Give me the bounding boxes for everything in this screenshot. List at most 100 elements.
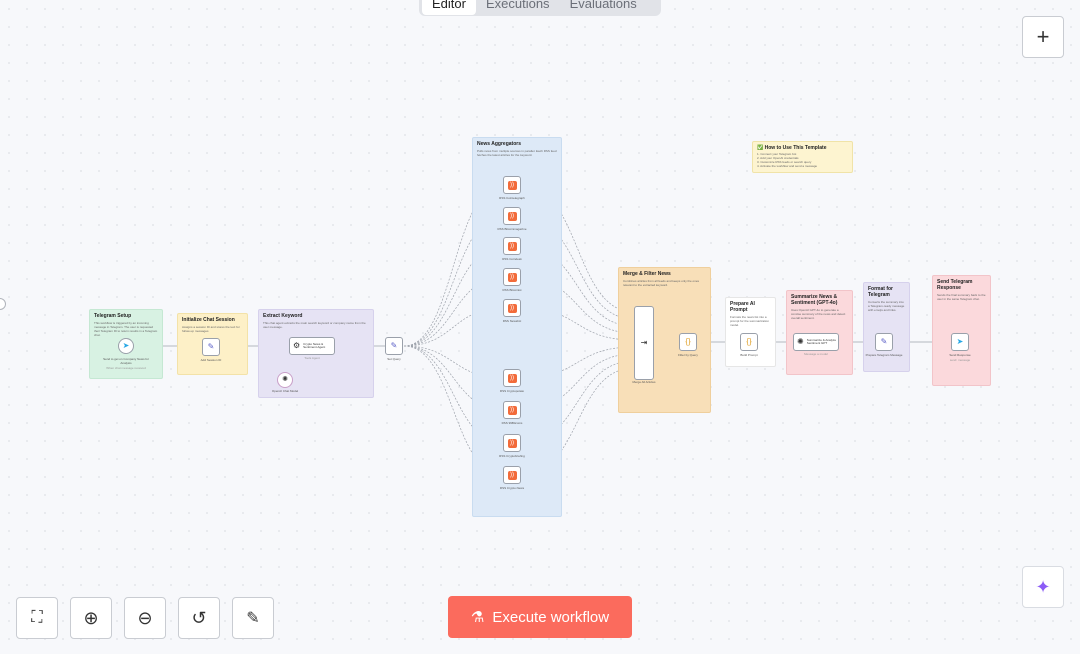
tidy-up-button[interactable]: ✎ xyxy=(232,597,274,639)
set-query-node[interactable]: ✎ xyxy=(385,337,403,355)
node-label: RSS Newsbtc xyxy=(502,319,522,323)
rss-feed-node[interactable]: )) xyxy=(503,299,521,317)
sticky-prepare-ai-prompt[interactable]: Prepare AI Prompt Formats the news list … xyxy=(725,297,776,367)
sticky-list-item: 3. Customize RSS feeds or search query xyxy=(757,160,812,164)
rss-feed-node[interactable]: )) xyxy=(503,268,521,286)
telegram-send-node[interactable]: ➤ xyxy=(951,333,969,351)
execute-label: Execute workflow xyxy=(492,608,610,626)
code-icon: {} xyxy=(746,337,752,346)
sticky-text: This workflow is triggered by an incomin… xyxy=(94,321,158,337)
telegram-icon: ➤ xyxy=(122,341,130,350)
rss-feed-node[interactable]: )) xyxy=(503,466,521,484)
sticky-text: Formats the news list into a prompt for … xyxy=(730,315,770,327)
rss-icon: )) xyxy=(507,373,517,383)
node-label: RSS Coindesk xyxy=(502,257,522,261)
node-sublabel: Message a model xyxy=(804,352,828,356)
node-label: RSS Cointelegraph xyxy=(499,196,525,200)
sticky-title: Telegram Setup xyxy=(94,313,132,319)
telegram-trigger-node[interactable]: ➤ xyxy=(118,338,134,354)
zoom-in-icon: ⊕ xyxy=(83,607,99,628)
set-session-node[interactable]: ✎ xyxy=(202,338,220,356)
node-label: RSS Bitcoinmagazine xyxy=(497,227,527,231)
robot-icon: ⚙ xyxy=(293,341,301,350)
node-label: RSS Bitcoinist xyxy=(502,288,522,292)
sticky-title: Format for Telegram xyxy=(868,286,893,298)
rss-icon: )) xyxy=(507,180,517,190)
sticky-text: Pulls news from multiple sources in para… xyxy=(477,149,557,157)
zoom-in-button[interactable]: ⊕ xyxy=(70,597,112,639)
node-label: Send to get on Company News for Analysis xyxy=(103,357,149,365)
node-label: Merge All Articles xyxy=(632,380,656,384)
build-prompt-node[interactable]: {} xyxy=(740,333,758,351)
rss-icon: )) xyxy=(507,405,517,415)
undo-icon: ↺ xyxy=(191,607,207,628)
sticky-news-aggregators[interactable]: News Aggregators Pulls news from multipl… xyxy=(472,137,562,517)
zoom-out-button[interactable]: ⊖ xyxy=(124,597,166,639)
sticky-title: Prepare AI Prompt xyxy=(730,301,755,313)
ai-agent-node[interactable]: ⚙ Crypto News & Sentiment Agent xyxy=(289,337,335,355)
sticky-title: ✅ How to Use This Template xyxy=(757,145,827,151)
add-node-button[interactable]: + xyxy=(1022,16,1064,58)
openai-icon: ✺ xyxy=(282,376,288,383)
node-label: Set Query xyxy=(387,357,401,361)
ai-assistant-button[interactable]: ✦ xyxy=(1022,566,1064,608)
sticky-text: Assigns a session ID and stores the text… xyxy=(182,325,240,333)
view-tabs: Editor Executions Evaluations xyxy=(419,0,661,16)
sticky-how-to-use[interactable]: ✅ How to Use This Template 1. Connect yo… xyxy=(752,141,853,173)
sticky-text: Combines articles from all feeds and kee… xyxy=(623,279,700,287)
sticky-text: Uses OpenAI GPT-4o to generate a concise… xyxy=(791,308,846,320)
tab-executions[interactable]: Executions xyxy=(485,0,550,11)
execute-workflow-button[interactable]: ⚗ Execute workflow xyxy=(448,596,632,638)
rss-feed-node[interactable]: )) xyxy=(503,369,521,387)
rss-icon: )) xyxy=(507,303,517,313)
sticky-format-telegram[interactable]: Format for Telegram Converts the summary… xyxy=(863,282,910,372)
zoom-out-icon: ⊖ xyxy=(137,607,153,628)
sticky-text: This chat agent extracts the main search… xyxy=(263,321,366,329)
code-icon: {} xyxy=(685,337,691,346)
sticky-summarize-news[interactable]: Summarize News & Sentiment (GPT-4o) Uses… xyxy=(786,290,853,375)
pencil-icon: ✎ xyxy=(207,342,215,351)
sticky-send-telegram[interactable]: Send Telegram Response Sends the final s… xyxy=(932,275,991,386)
reset-zoom-button[interactable]: ↺ xyxy=(178,597,220,639)
merge-node[interactable]: ⇥ xyxy=(634,306,654,380)
rss-icon: )) xyxy=(507,272,517,282)
sticky-title: Extract Keyword xyxy=(263,313,303,319)
node-label: RSS 99Bitcoins xyxy=(501,421,523,425)
rss-icon: )) xyxy=(507,241,517,251)
sticky-text: Converts the summary into a Telegram-rea… xyxy=(868,300,905,312)
broom-icon: ✎ xyxy=(246,610,260,627)
filter-node[interactable]: {} xyxy=(679,333,697,351)
fit-view-button[interactable]: ⛶ xyxy=(16,597,58,639)
rss-feed-node[interactable]: )) xyxy=(503,434,521,452)
rss-icon: )) xyxy=(507,470,517,480)
rss-icon: )) xyxy=(507,438,517,448)
sticky-title: Summarize News & Sentiment (GPT-4o) xyxy=(791,294,838,306)
node-label: Filter by Query xyxy=(678,353,698,357)
sticky-list-item: 4. Activate the workflow and send a mess… xyxy=(757,164,818,168)
tab-evaluations[interactable]: Evaluations xyxy=(569,0,637,11)
rss-feed-node[interactable]: )) xyxy=(503,401,521,419)
telegram-icon: ➤ xyxy=(956,337,964,346)
node-label: RSS Cryptobriefing xyxy=(499,454,525,458)
openai-icon: ✺ xyxy=(797,337,804,346)
fit-view-icon: ⛶ xyxy=(31,609,43,626)
rss-icon: )) xyxy=(507,211,517,221)
node-label: OpenAI Chat Model xyxy=(271,389,299,393)
pencil-icon: ✎ xyxy=(390,341,398,350)
sticky-title: Initialize Chat Session xyxy=(182,317,235,323)
rss-feed-node[interactable]: )) xyxy=(503,176,521,194)
node-label: Summarize & Analyze Sentiment GPT xyxy=(806,337,837,345)
node-sublabel: send: message xyxy=(949,358,971,362)
rss-feed-node[interactable]: )) xyxy=(503,207,521,225)
sticky-title: News Aggregators xyxy=(477,141,521,147)
tab-editor[interactable]: Editor xyxy=(422,0,476,15)
node-label: Crypto News & Sentiment Agent xyxy=(303,341,326,349)
sticky-merge-filter[interactable]: Merge & Filter News Combines articles fr… xyxy=(618,267,711,413)
rss-feed-node[interactable]: )) xyxy=(503,237,521,255)
format-message-node[interactable]: ✎ xyxy=(875,333,893,351)
chat-model-node[interactable]: ✺ xyxy=(277,372,293,388)
merge-icon: ⇥ xyxy=(640,338,648,347)
plus-icon: + xyxy=(1036,24,1050,49)
openai-summarize-node[interactable]: ✺ Summarize & Analyze Sentiment GPT xyxy=(793,333,839,351)
node-sublabel: When chat message received xyxy=(106,366,146,370)
